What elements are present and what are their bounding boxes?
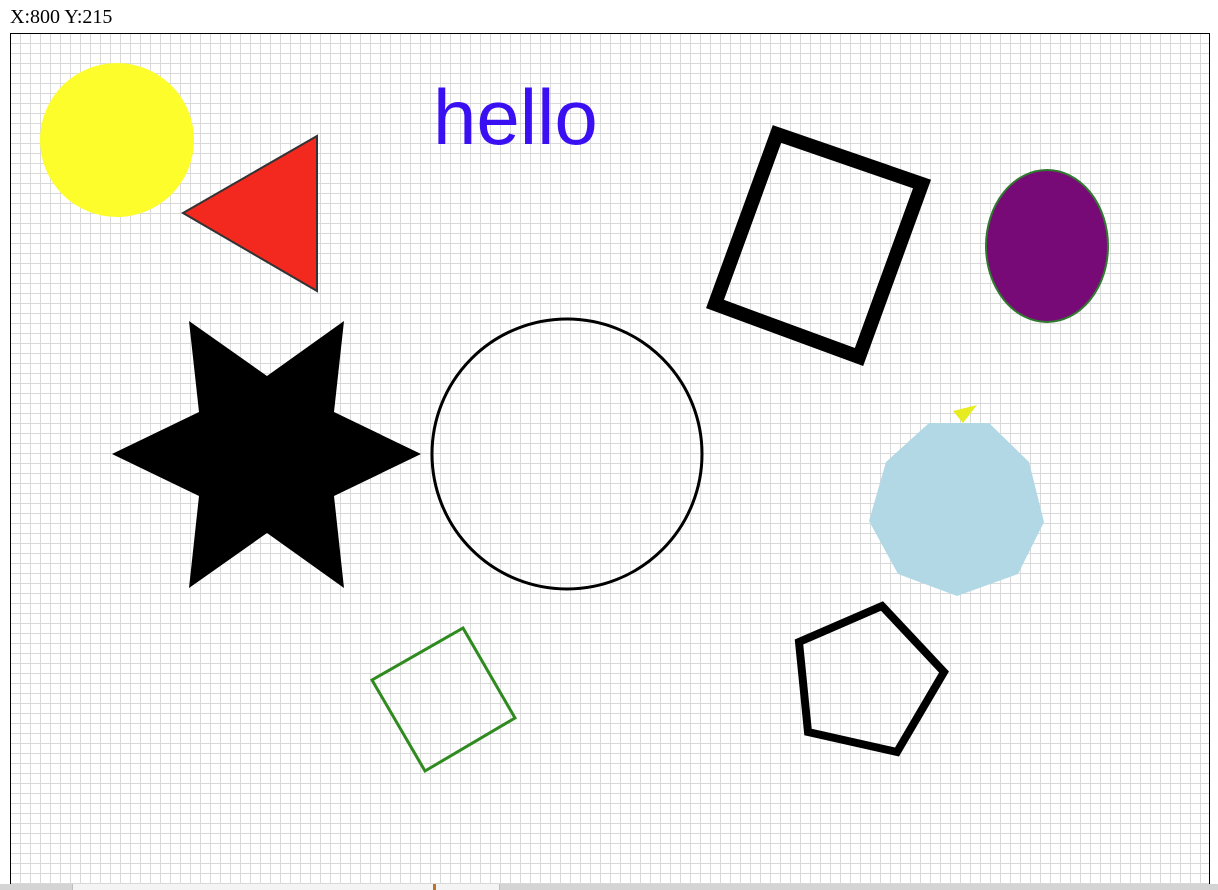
red-triangle[interactable] [181, 134, 318, 293]
black-pentagon[interactable] [794, 601, 949, 757]
yellow-circle[interactable] [40, 63, 194, 217]
drawing-canvas[interactable]: hello [10, 33, 1210, 890]
coordinate-readout: X:800 Y:215 [10, 6, 113, 28]
outline-circle[interactable] [430, 317, 704, 591]
hello-text[interactable]: hello [433, 73, 598, 161]
green-square[interactable] [369, 625, 518, 774]
taskbar-icon[interactable] [433, 884, 436, 890]
taskbar-panel[interactable] [72, 884, 500, 890]
light-blue-polygon[interactable] [869, 423, 1044, 596]
purple-ellipse[interactable] [985, 169, 1109, 323]
yellow-triangle-marker[interactable] [953, 405, 977, 423]
rotated-rectangle[interactable] [706, 125, 932, 366]
black-star[interactable] [112, 321, 421, 588]
taskbar-strip [0, 884, 1218, 890]
canvas-surface[interactable]: hello [11, 34, 1210, 890]
